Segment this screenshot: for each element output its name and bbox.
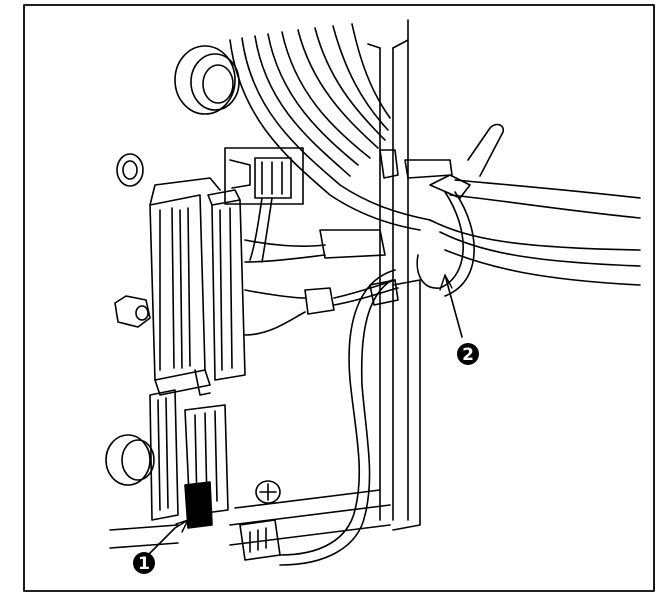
base-plate [109, 489, 391, 549]
grommet-bottom [105, 434, 155, 486]
standoff-top [116, 153, 144, 187]
looping-cable [279, 269, 396, 566]
plus-screw-icon [255, 480, 281, 504]
arrowhead-1 [175, 519, 189, 533]
grommet-top [174, 45, 240, 115]
cable-bundle [229, 23, 641, 286]
hex-standoff [114, 295, 151, 328]
lower-connectors [149, 389, 229, 529]
leader-line-1 [147, 519, 189, 556]
ribbon-cables [244, 239, 399, 336]
arrowhead-2 [439, 274, 453, 291]
ribbon-connector [207, 189, 246, 381]
cable-clamps [319, 149, 453, 306]
leader-line-2 [444, 274, 463, 338]
left-connector [149, 177, 221, 396]
callout-1: 1 [133, 552, 155, 574]
callout-1-label: 1 [138, 554, 150, 574]
callout-2-label: 2 [462, 345, 474, 365]
figure-border [23, 4, 655, 592]
callout-2: 2 [457, 343, 479, 365]
cable-tie [416, 123, 505, 297]
frame-panels [367, 19, 421, 531]
top-connector [224, 147, 304, 263]
bottom-connector [239, 519, 281, 561]
